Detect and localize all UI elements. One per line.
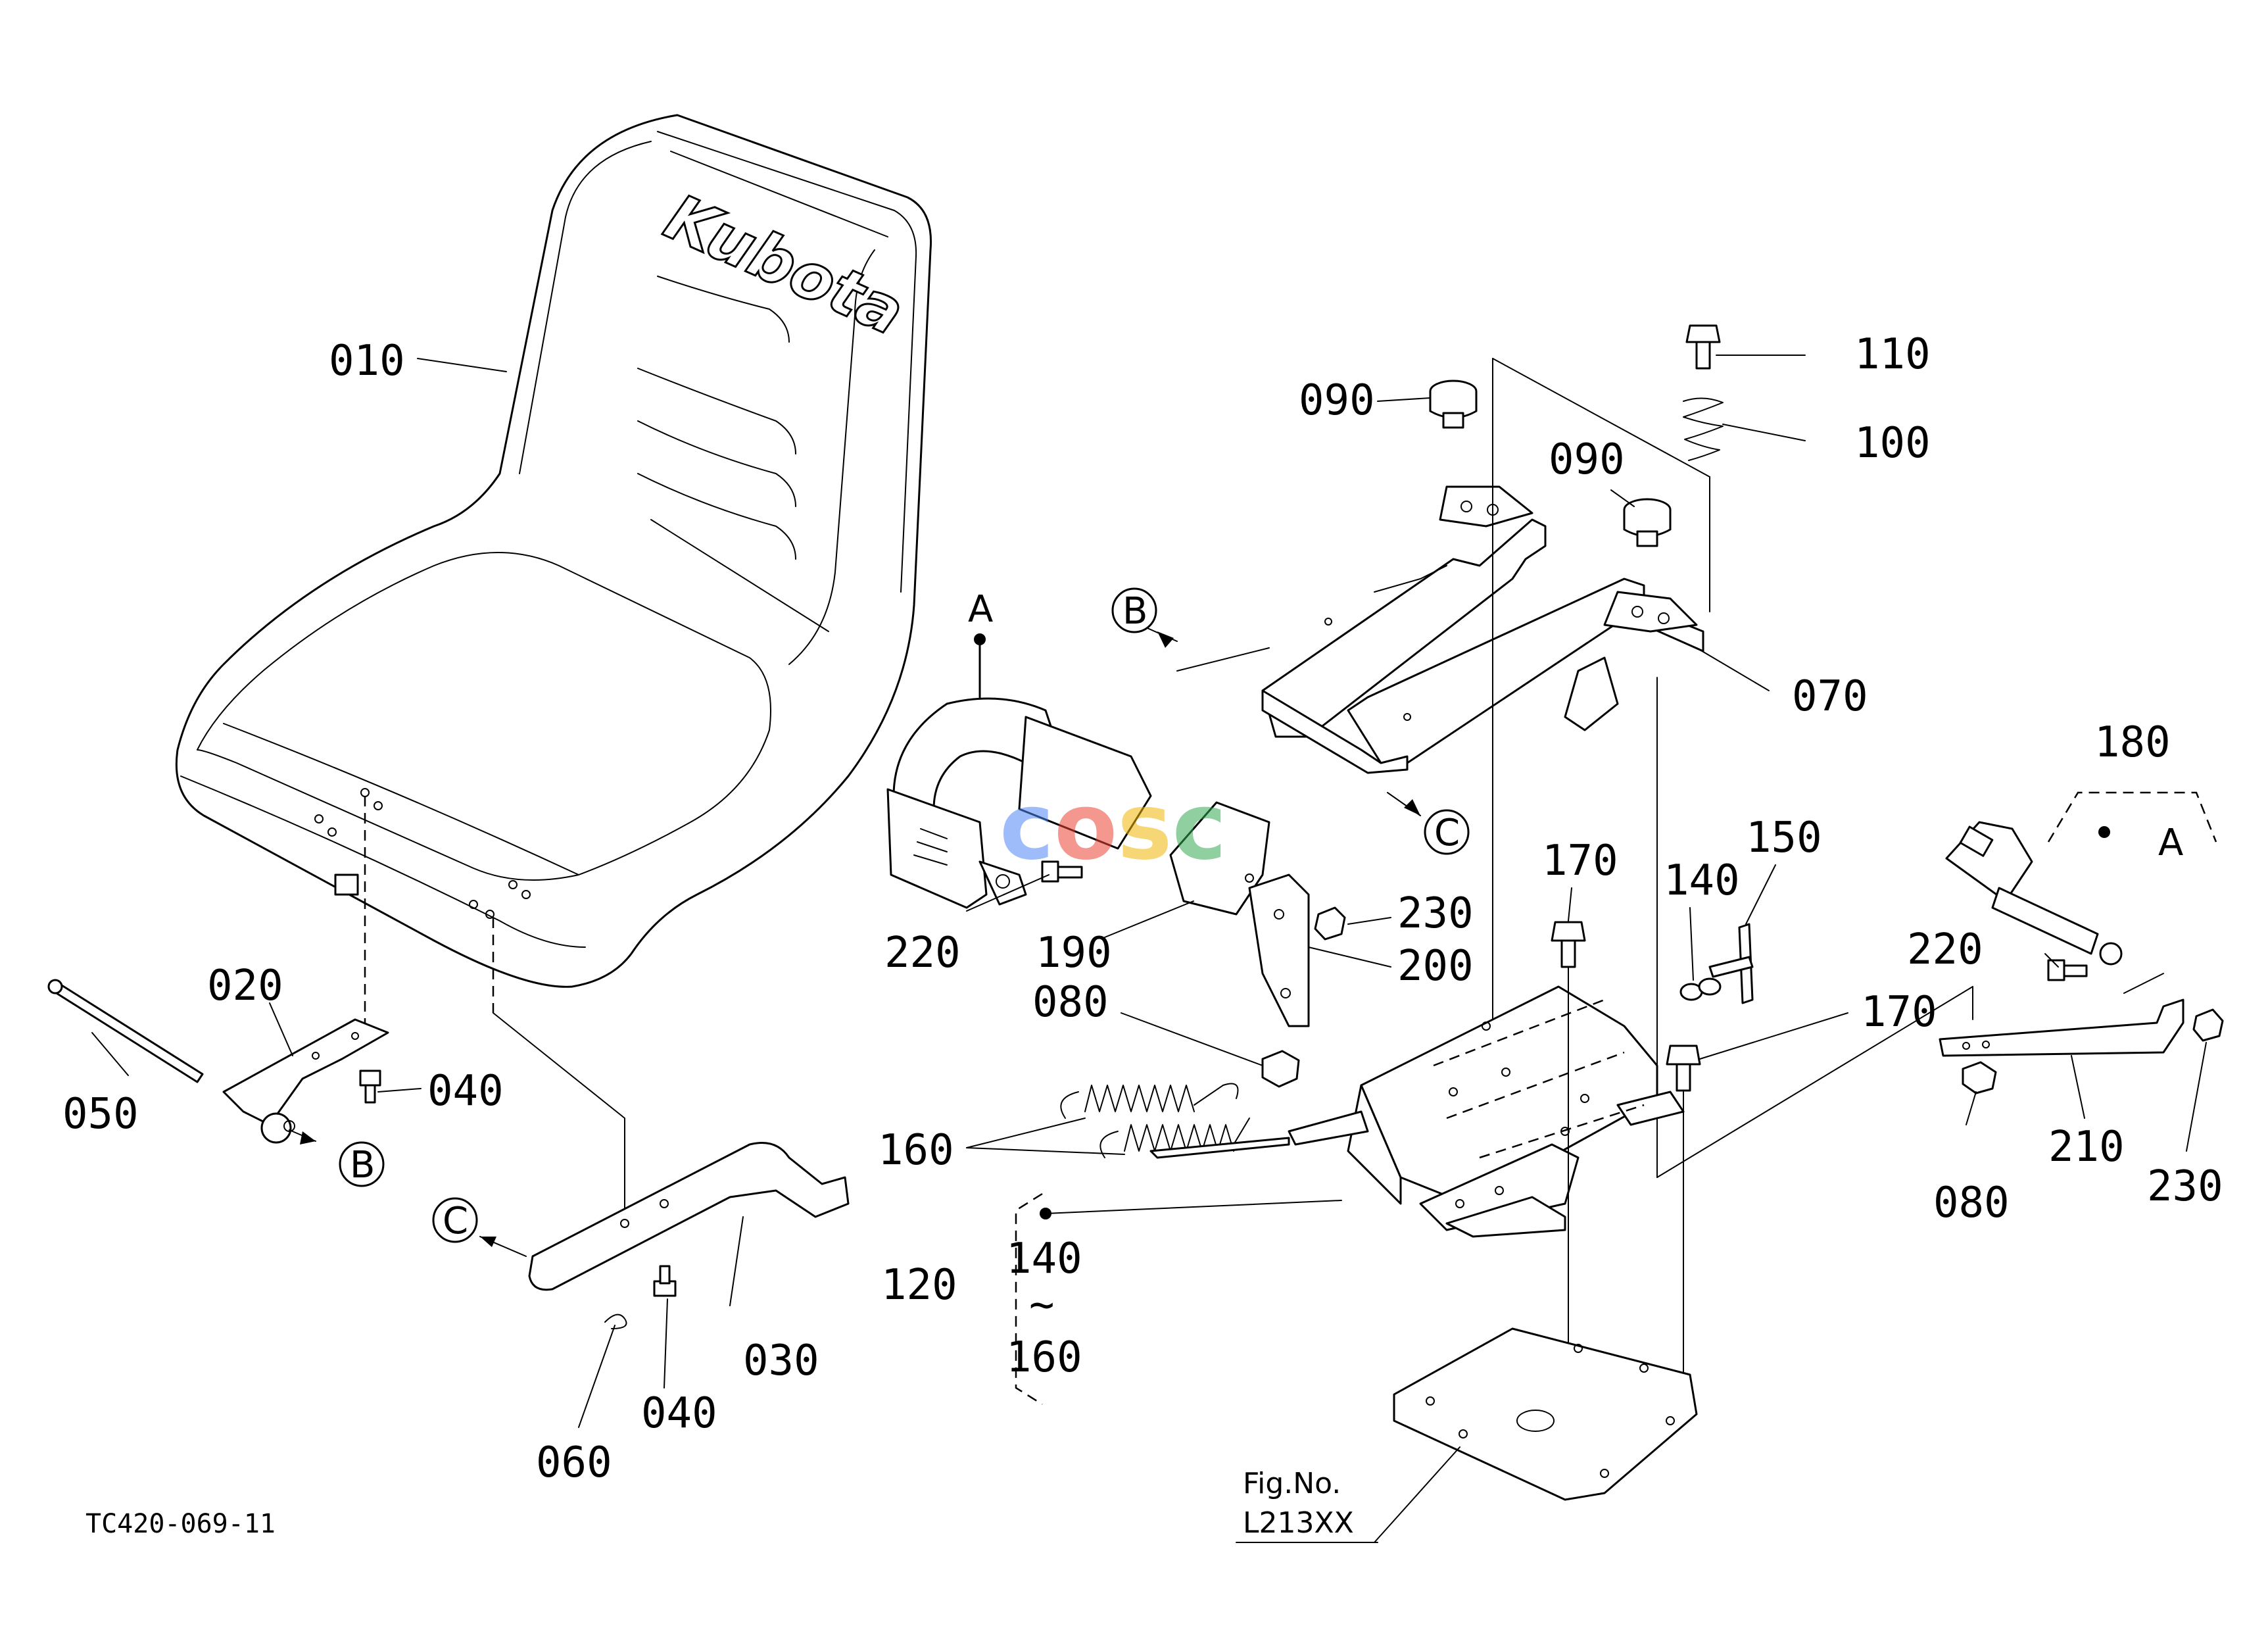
callout-140: 140 bbox=[1664, 856, 1740, 905]
washer-140 bbox=[1679, 977, 1722, 1001]
clip-060 bbox=[604, 1314, 627, 1329]
callout-170-a: 170 bbox=[1542, 837, 1618, 885]
view-c-label-lower: C bbox=[443, 1200, 468, 1242]
callout-120-range-sep: ~ bbox=[1029, 1281, 1055, 1329]
nut-230-a bbox=[1314, 906, 1346, 941]
callout-110: 110 bbox=[1854, 330, 1931, 379]
spring-160-upper bbox=[1060, 1083, 1239, 1119]
view-a-label-right: A bbox=[2158, 822, 2183, 864]
callout-220-b: 220 bbox=[1907, 925, 1983, 974]
rail-030 bbox=[528, 1142, 850, 1291]
callout-060: 060 bbox=[536, 1438, 612, 1487]
callout-170-b: 170 bbox=[1861, 988, 1937, 1037]
bolt-170-a bbox=[1551, 921, 1586, 968]
view-c-arrow-lower bbox=[432, 1197, 527, 1257]
knob-090-b bbox=[1623, 498, 1672, 547]
bolt-220-a bbox=[1041, 860, 1083, 883]
watermark-letter: s bbox=[1117, 774, 1172, 881]
fig-ref-leader bbox=[1374, 1446, 1460, 1543]
seat-010: Kubota bbox=[175, 114, 932, 988]
bracket-020 bbox=[222, 1018, 389, 1144]
callout-070: 070 bbox=[1792, 672, 1868, 721]
callout-210: 210 bbox=[2048, 1123, 2125, 1171]
view-c-arrow-upper bbox=[1387, 792, 1470, 855]
callout-020: 020 bbox=[207, 962, 283, 1010]
callout-160: 160 bbox=[878, 1126, 954, 1175]
nut-080-a bbox=[1261, 1050, 1300, 1088]
watermark: cosc bbox=[1000, 774, 1227, 881]
seat-to-030-line bbox=[493, 1012, 625, 1224]
callout-030: 030 bbox=[743, 1337, 819, 1385]
callout-050: 050 bbox=[62, 1090, 139, 1139]
group-180-bracket bbox=[2047, 791, 2217, 843]
bolt-040-b bbox=[653, 1265, 677, 1297]
seat-mount-lines bbox=[364, 796, 495, 1039]
drawing-code: TC420-069-11 bbox=[85, 1509, 276, 1539]
bracket-210 bbox=[1939, 973, 2184, 1057]
view-a-dot bbox=[974, 633, 986, 645]
nut-080-b bbox=[1962, 1061, 1997, 1094]
cover-190 bbox=[1169, 801, 1270, 916]
floor-plate bbox=[1393, 1327, 1698, 1501]
bracket-200 bbox=[1248, 873, 1310, 1027]
callout-040-b: 040 bbox=[641, 1389, 717, 1438]
callout-190: 190 bbox=[1036, 929, 1112, 977]
fig-ref-line2: L213XX bbox=[1243, 1506, 1354, 1540]
callout-180: 180 bbox=[2094, 718, 2171, 767]
callout-230-a: 230 bbox=[1397, 889, 1474, 938]
callout-leaders bbox=[91, 355, 2207, 1428]
spring-160-lower bbox=[1099, 1118, 1250, 1158]
view-a-dot-right bbox=[2098, 826, 2110, 838]
callout-080-b: 080 bbox=[1933, 1179, 2010, 1227]
watermark-letter: c bbox=[1172, 774, 1227, 881]
nut-230-b bbox=[2192, 1008, 2224, 1042]
rod-050 bbox=[47, 979, 204, 1083]
watermark-letter: c bbox=[1000, 774, 1054, 881]
callout-090-b: 090 bbox=[1549, 435, 1625, 484]
group-120-dot bbox=[1040, 1208, 1051, 1219]
callout-120-range-to: 160 bbox=[1006, 1333, 1082, 1382]
view-b-label-upper: B bbox=[1122, 590, 1147, 633]
bolt-040-a bbox=[359, 1069, 381, 1104]
callout-230-b: 230 bbox=[2147, 1162, 2223, 1211]
callout-090-a: 090 bbox=[1299, 376, 1375, 425]
buckle-180 bbox=[1945, 821, 2123, 966]
spring-100 bbox=[1683, 397, 1724, 461]
callout-010: 010 bbox=[329, 337, 405, 385]
bolt-170-b bbox=[1666, 1045, 1701, 1092]
view-a-label: A bbox=[968, 588, 993, 631]
callout-200: 200 bbox=[1397, 942, 1474, 991]
watermark-letter: o bbox=[1054, 774, 1117, 881]
suspension-base bbox=[1149, 985, 1685, 1238]
fig-ref-line1: Fig.No. bbox=[1243, 1467, 1341, 1500]
pin-150 bbox=[1708, 923, 1754, 1004]
callout-120: 120 bbox=[881, 1261, 957, 1310]
callout-220-a: 220 bbox=[884, 929, 961, 977]
callout-100: 100 bbox=[1854, 419, 1931, 468]
callout-120-range-from: 140 bbox=[1006, 1235, 1082, 1283]
callout-150: 150 bbox=[1746, 814, 1822, 862]
view-b-label-lower: B bbox=[350, 1144, 375, 1187]
seatbelt-retractor-a bbox=[886, 697, 1152, 909]
view-c-label-upper: C bbox=[1434, 812, 1460, 854]
view-b-arrow-lower bbox=[289, 1129, 385, 1187]
bolt-220-b bbox=[2047, 959, 2088, 981]
callout-040-a: 040 bbox=[427, 1067, 504, 1116]
view-b-arrow-upper bbox=[1111, 587, 1178, 648]
group-120-bracket bbox=[1015, 1192, 1043, 1406]
slide-rail-070 bbox=[1176, 485, 1704, 774]
callout-080-a: 080 bbox=[1032, 978, 1109, 1027]
knob-090-a bbox=[1429, 380, 1478, 429]
bolt-110 bbox=[1685, 324, 1721, 370]
